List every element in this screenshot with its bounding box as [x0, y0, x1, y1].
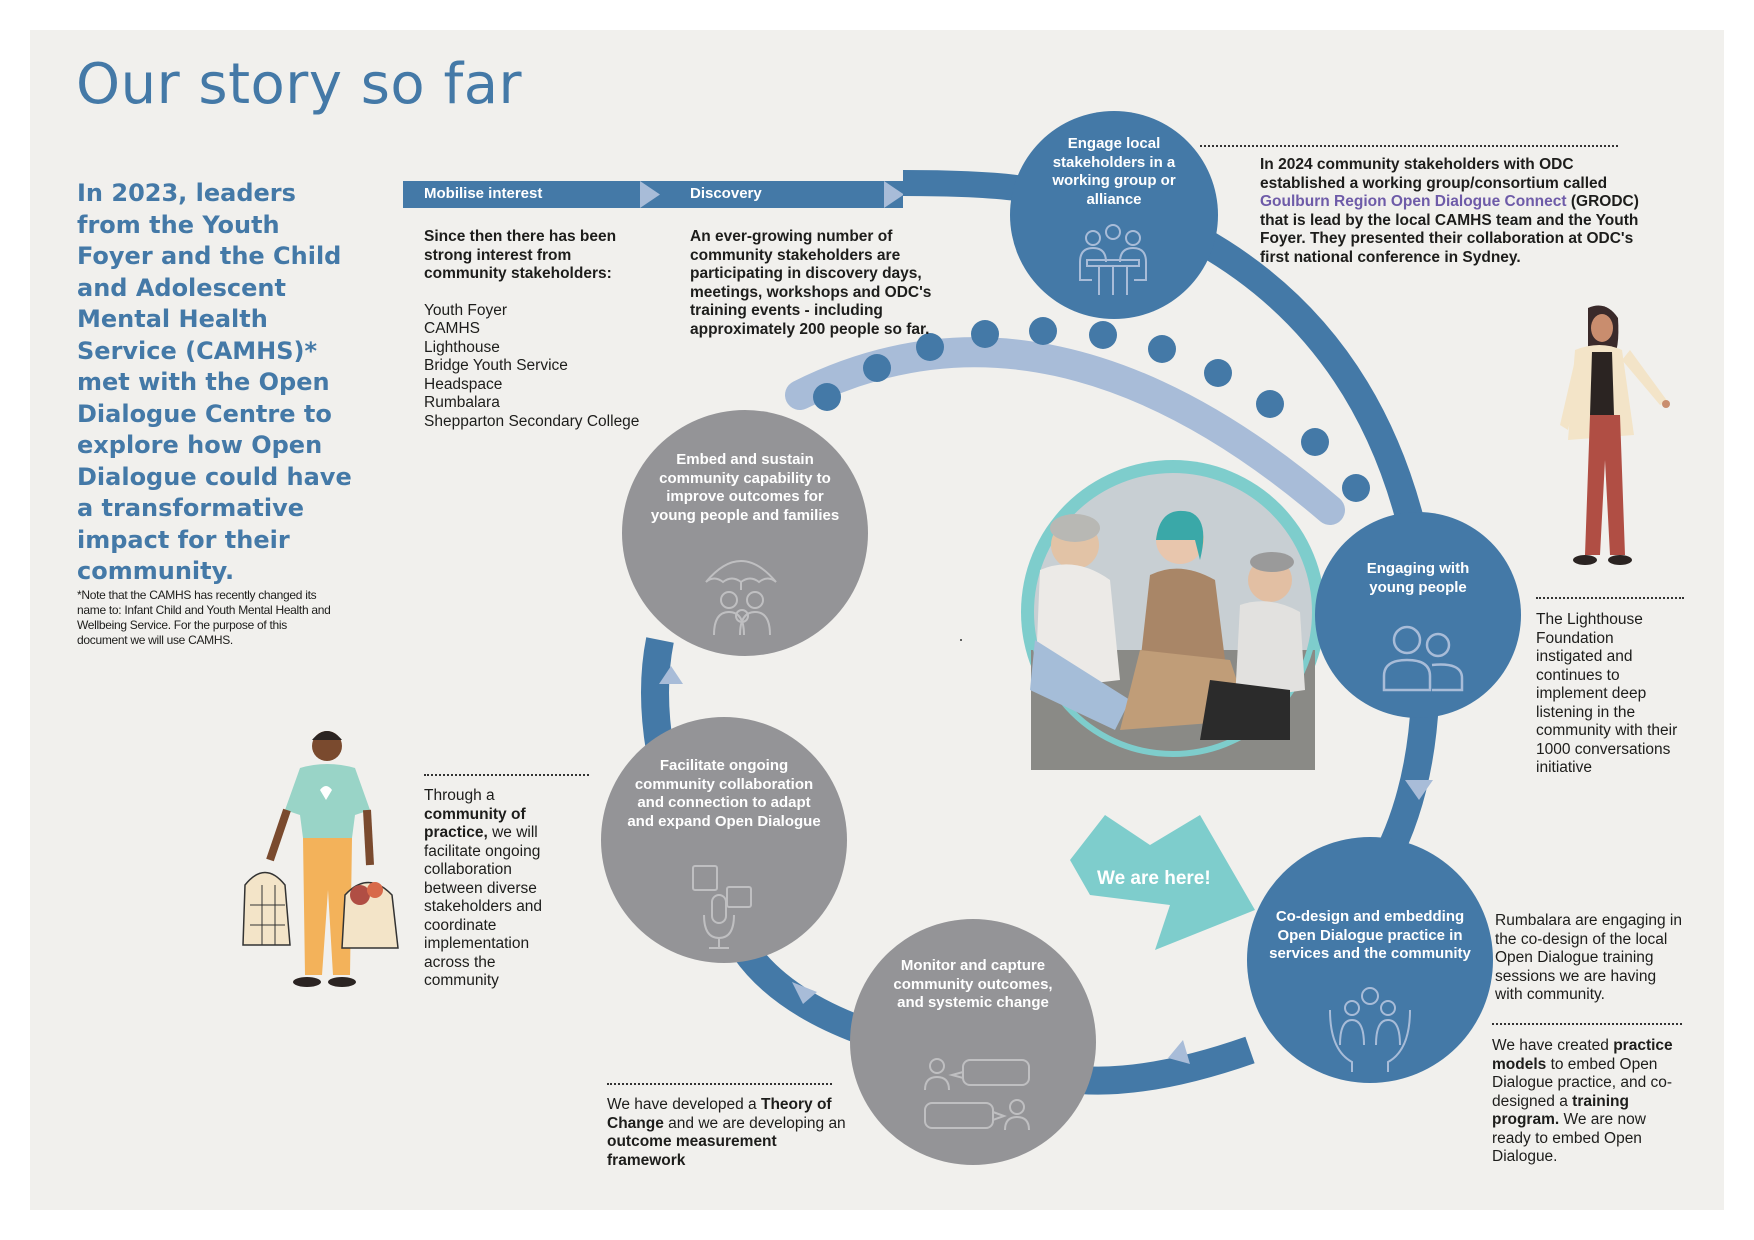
banner-arrow-1: [640, 181, 660, 208]
stage-facilitate-circle: [601, 717, 847, 963]
cop-bold-1: community of practice,: [424, 805, 526, 842]
banner-discovery-bar: [663, 181, 903, 208]
practice-text-3: We are now ready to embed Open Dialogue.: [1492, 1111, 1646, 1165]
practice-bold-1: practice models: [1492, 1037, 1673, 1073]
mobilise-text: Since then there has been strong interes…: [424, 228, 644, 431]
discovery-text: An ever-growing number of community stak…: [690, 228, 932, 338]
mobilise-lead: Since then there has been strong interes…: [424, 228, 617, 282]
grodc-divider: [1200, 145, 1618, 147]
meeting-icon: [1079, 224, 1147, 295]
grodc-note-after: (GRODC) that is lead by the local CAMHS …: [1260, 193, 1639, 266]
practice-note: We have created practice models to embed…: [1492, 1037, 1682, 1167]
cop-divider: [424, 774, 589, 776]
we-are-here-label: We are here!: [1097, 868, 1211, 889]
camhs-note: *Note that the CAMHS has recently change…: [77, 588, 331, 647]
cop-text-2: we will facilitate ongoing collaboration…: [424, 824, 543, 989]
umbrella-family-icon: [705, 560, 777, 636]
stakeholder-item: CAMHS: [424, 320, 480, 337]
grodc-note-before: In 2024 community stakeholders with ODC …: [1260, 156, 1608, 192]
rumbalara-note: Rumbalara are engaging in the co-design …: [1495, 912, 1682, 1003]
photo-people: [1028, 467, 1318, 770]
practice-bold-2: training program.: [1492, 1092, 1629, 1129]
stage-young-circle: [1315, 512, 1521, 718]
stage-embed-circle: [622, 410, 868, 656]
people-icon: [1382, 625, 1464, 692]
stage-young-label: Engaging with young people: [1366, 560, 1470, 596]
grodc-note: In 2024 community stakeholders with ODC …: [1260, 156, 1640, 267]
toc-bold-2: outcome measurement framework: [607, 1133, 777, 1169]
stakeholder-item: Rumbalara: [424, 394, 500, 411]
banner-mobilise-bar: [403, 181, 663, 208]
lighthouse-divider: [1536, 597, 1684, 599]
stage-embed-label: Embed and sustain community capability t…: [650, 451, 840, 524]
banner-arrow-2: [884, 181, 904, 208]
toc-divider: [607, 1083, 832, 1085]
stage-engage-label: Engage local stakeholders in a working g…: [1052, 135, 1176, 208]
stakeholder-item: Lighthouse: [424, 338, 500, 356]
cop-note: Through a community of practice, we will…: [424, 787, 564, 991]
woman-illustration: [1560, 305, 1670, 565]
stage-codesign-circle: [1247, 837, 1493, 1083]
lighthouse-note: The Lighthouse Foundation instigated and…: [1536, 611, 1678, 776]
stakeholder-item: Shepparton Secondary College: [424, 412, 640, 430]
arc-dots: [813, 317, 1370, 502]
toc-note: We have developed a Theory of Change and…: [607, 1096, 847, 1170]
toc-text-2: and we are developing an: [668, 1114, 846, 1132]
stage-engage-circle: [1010, 111, 1218, 319]
stage-monitor-label: Monitor and capture community outcomes, …: [893, 957, 1053, 1011]
stray-dot: [960, 639, 962, 641]
stakeholder-item: Headspace: [424, 375, 503, 393]
embracing-group-icon: [1329, 987, 1411, 1072]
grodc-link[interactable]: Goulburn Region Open Dialogue Connect: [1260, 193, 1567, 210]
intro-text: In 2023, leaders from the Youth Foyer an…: [77, 179, 352, 585]
we-are-here-arrow: [1070, 815, 1255, 950]
page-title: Our story so far: [76, 52, 523, 117]
stage-facilitate-label: Facilitate ongoing community collaborati…: [627, 757, 821, 830]
practice-text-1: We have created: [1492, 1037, 1609, 1054]
microphone-chat-icon: [692, 865, 752, 949]
banner-discovery-label: Discovery: [690, 185, 762, 202]
stage-codesign-label: Co-design and embedding Open Dialogue pr…: [1269, 908, 1471, 962]
stakeholder-item: Bridge Youth Service: [424, 357, 568, 374]
practice-text-2: to embed Open Dialogue practice, and co-…: [1492, 1055, 1673, 1110]
banner-to-engage: [902, 170, 1033, 203]
toc-text-1: We have developed a: [607, 1096, 757, 1113]
conversation-icon: [924, 1058, 1030, 1131]
stage-monitor-circle: [850, 919, 1096, 1165]
cop-text-1: Through a: [424, 787, 495, 804]
practice-divider: [1492, 1023, 1682, 1025]
stakeholder-item: Youth Foyer: [424, 301, 508, 319]
cycle-arrows: [659, 666, 1433, 1064]
banner-mobilise-label: Mobilise interest: [424, 185, 543, 202]
toc-bold-1: Theory of Change: [607, 1096, 832, 1132]
man-with-bags-illustration: [242, 731, 399, 987]
